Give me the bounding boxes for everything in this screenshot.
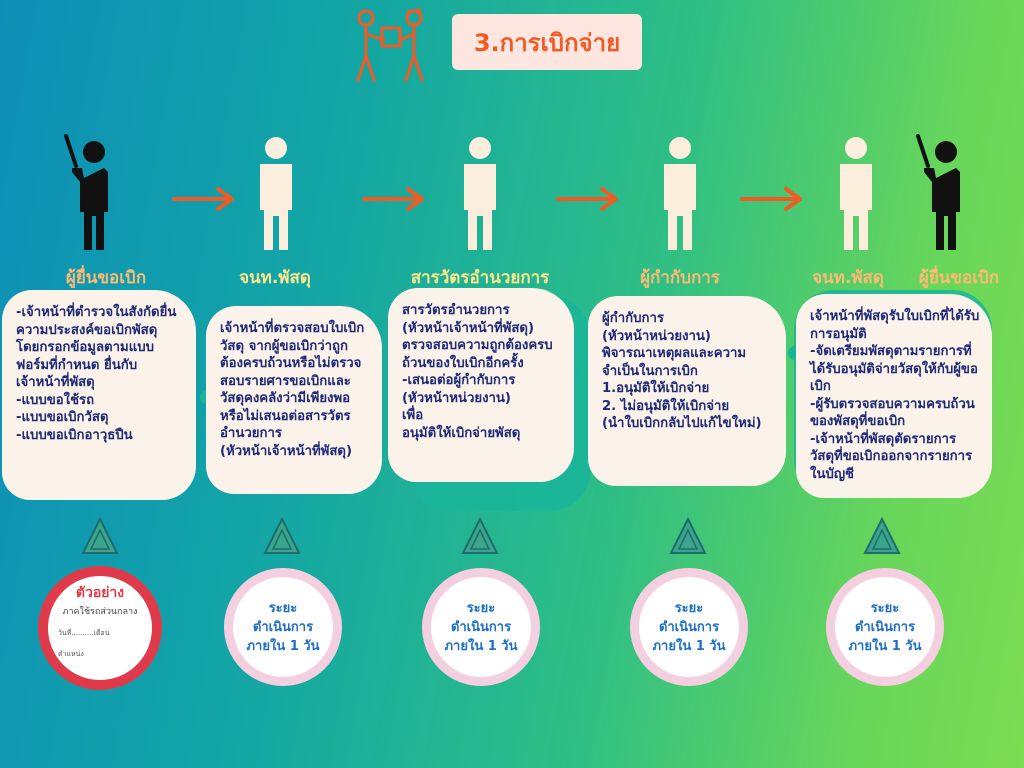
duration-badge: ระยะ ดำเนินการ ภายใน 1 วัน <box>630 568 748 686</box>
role-label-supply-officer: จนท.พัสดุ <box>812 268 884 288</box>
role-label-requester: ผู้ยื่นขอเบิก <box>65 268 147 288</box>
badge-line: ภายใน 1 วัน <box>246 638 320 654</box>
person-icon <box>246 134 306 254</box>
pointer-triangle-icon <box>80 516 120 556</box>
badge-line: ระยะ <box>870 600 900 616</box>
person-pointing-icon <box>912 132 972 252</box>
step-card-supply-check: เจ้าหน้าที่ตรวจสอบใบเบิกวัสดุ จากผู้ขอเบ… <box>206 306 382 494</box>
badge-line: ดำเนินการ <box>854 619 916 635</box>
badge-line: ภายใน 1 วัน <box>444 638 518 654</box>
arrow-right-icon <box>740 186 810 212</box>
role-label-supply-officer: จนท.พัสดุ <box>239 268 311 288</box>
sample-form-seal: ตัวอย่าง ภาคใช้รถส่วนกลาง วันที่........… <box>38 566 162 690</box>
step-card-disbursement: เจ้าหน้าที่พัสดุรับใบเบิกที่ได้รับการอนุ… <box>796 294 992 498</box>
sample-position-line: ตำแหน่ง <box>58 650 84 658</box>
person-pointing-icon <box>58 132 118 252</box>
arrow-right-icon <box>362 186 432 212</box>
step-card-request: -เจ้าหน้าที่ตำรวจในสังกัดยื่นความประสงค์… <box>2 290 196 500</box>
badge-line: ดำเนินการ <box>450 619 512 635</box>
role-label-requester: ผู้ยื่นขอเบิก <box>918 268 1000 288</box>
person-icon <box>450 134 510 254</box>
role-label-superintendent: ผู้กำกับการ <box>640 268 720 288</box>
pointer-triangle-icon <box>668 516 708 556</box>
sample-subtitle: ภาคใช้รถส่วนกลาง <box>62 607 138 617</box>
badge-line: ดำเนินการ <box>252 619 314 635</box>
sample-title: ตัวอย่าง <box>75 585 125 601</box>
person-icon <box>650 134 710 254</box>
badge-line: ระยะ <box>466 600 496 616</box>
badge-line: ระยะ <box>674 600 704 616</box>
page-title: 3.การเบิกจ่าย <box>452 14 642 70</box>
person-icon <box>826 134 886 254</box>
sample-date-line: วันที่..........เดือน <box>58 629 110 637</box>
pointer-triangle-icon <box>262 516 302 556</box>
step-card-approval: ผู้กำกับการ (หัวหน้าหน่วยงาน) พิจารณาเหต… <box>588 296 786 486</box>
arrow-right-icon <box>172 186 242 212</box>
duration-badge: ระยะ ดำเนินการ ภายใน 1 วัน <box>224 568 342 686</box>
badge-line: ภายใน 1 วัน <box>848 638 922 654</box>
step-card-inspector-review: สารวัตรอำนวยการ (หัวหน้าเจ้าหน้าที่พัสดุ… <box>388 288 574 482</box>
pointer-triangle-icon <box>862 516 902 556</box>
pointer-triangle-icon <box>460 516 500 556</box>
badge-line: ดำเนินการ <box>658 619 720 635</box>
duration-badge: ระยะ ดำเนินการ ภายใน 1 วัน <box>826 568 944 686</box>
badge-line: ภายใน 1 วัน <box>652 638 726 654</box>
delivery-person-icon <box>346 4 436 84</box>
badge-line: ระยะ <box>268 600 298 616</box>
arrow-right-icon <box>556 186 626 212</box>
role-label-admin-inspector: สารวัตรอำนวยการ <box>410 268 550 288</box>
duration-badge: ระยะ ดำเนินการ ภายใน 1 วัน <box>422 568 540 686</box>
